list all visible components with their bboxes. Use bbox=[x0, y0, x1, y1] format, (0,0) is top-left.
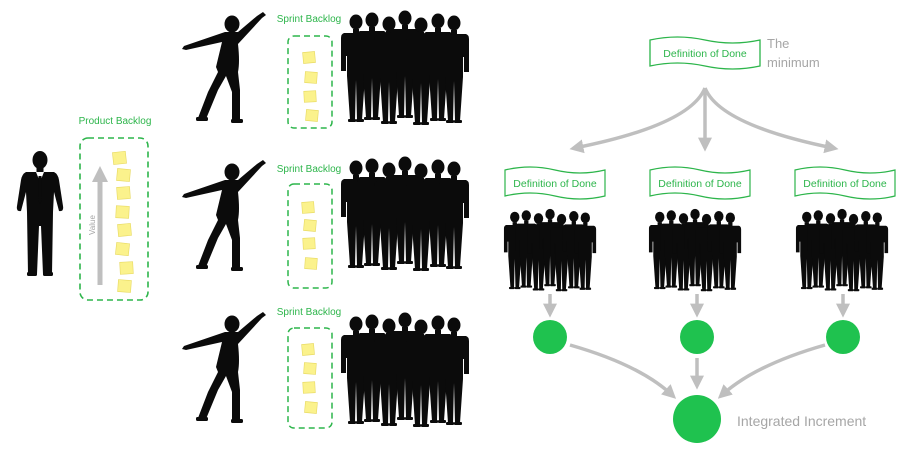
backlog-item bbox=[302, 381, 316, 394]
sprint-backlog-items-2 bbox=[301, 201, 318, 270]
value-axis-label: Value bbox=[88, 215, 97, 235]
team-group-1 bbox=[504, 209, 596, 291]
sprint-backlog-items-1 bbox=[302, 51, 319, 122]
sprint-backlog-frame-2 bbox=[287, 183, 333, 289]
sprint-backlog-title-2: Sprint Backlog bbox=[277, 164, 341, 175]
backlog-item bbox=[301, 201, 315, 214]
dod-team-label-3: Definition of Done bbox=[803, 178, 887, 190]
backlog-item bbox=[301, 343, 315, 356]
team-increment-node-1 bbox=[533, 320, 567, 354]
sprint-backlog-frame-1 bbox=[287, 35, 333, 129]
team-increment-node-2 bbox=[680, 320, 714, 354]
integration-arrows bbox=[569, 343, 826, 399]
backlog-item bbox=[303, 219, 317, 232]
product-backlog-title: Product Backlog bbox=[79, 116, 152, 127]
integrated-increment-label: Integrated Increment bbox=[737, 413, 866, 429]
team-group-3 bbox=[796, 209, 888, 291]
product-owner-figure bbox=[16, 151, 64, 276]
value-arrow bbox=[92, 166, 108, 285]
dod-top-label: Definition of Done bbox=[663, 48, 747, 60]
dod-team-label-2: Definition of Done bbox=[658, 178, 742, 190]
backlog-item bbox=[303, 362, 317, 375]
scrum-master-1 bbox=[182, 12, 266, 123]
dod-distribution-arrows bbox=[569, 87, 839, 154]
backlog-item bbox=[112, 150, 127, 165]
development-team-2 bbox=[341, 157, 469, 272]
product-backlog-frame bbox=[79, 137, 149, 301]
sprint-backlog-items-3 bbox=[301, 343, 318, 414]
backlog-item bbox=[302, 237, 316, 250]
backlog-item bbox=[304, 257, 318, 270]
team-group-2 bbox=[649, 209, 741, 291]
scrum-master-2 bbox=[182, 160, 266, 271]
backlog-item bbox=[305, 109, 319, 122]
development-team-1 bbox=[341, 11, 469, 126]
development-team-3 bbox=[341, 313, 469, 428]
backlog-item bbox=[303, 90, 317, 103]
backlog-item bbox=[304, 401, 318, 414]
backlog-item bbox=[115, 205, 130, 219]
scrum-master-3 bbox=[182, 312, 266, 423]
backlog-item bbox=[115, 242, 130, 257]
backlog-item bbox=[116, 168, 131, 182]
backlog-item bbox=[117, 223, 132, 237]
backlog-item bbox=[304, 71, 318, 84]
dod-minimum-note-line2: minimum bbox=[767, 55, 820, 70]
backlog-item bbox=[116, 186, 131, 200]
team-output-arrows bbox=[543, 294, 850, 318]
sprint-backlog-title-1: Sprint Backlog bbox=[277, 14, 341, 25]
sprint-backlog-frame-3 bbox=[287, 327, 333, 429]
team-increment-node-3 bbox=[826, 320, 860, 354]
integrated-increment-node bbox=[673, 395, 721, 443]
dod-minimum-note-line1: The bbox=[767, 36, 789, 51]
sprint-backlog-title-3: Sprint Backlog bbox=[277, 307, 341, 318]
product-backlog-items bbox=[112, 150, 134, 293]
backlog-item bbox=[302, 51, 316, 64]
backlog-item bbox=[119, 261, 134, 275]
backlog-item bbox=[117, 279, 132, 293]
dod-team-label-1: Definition of Done bbox=[513, 178, 597, 190]
